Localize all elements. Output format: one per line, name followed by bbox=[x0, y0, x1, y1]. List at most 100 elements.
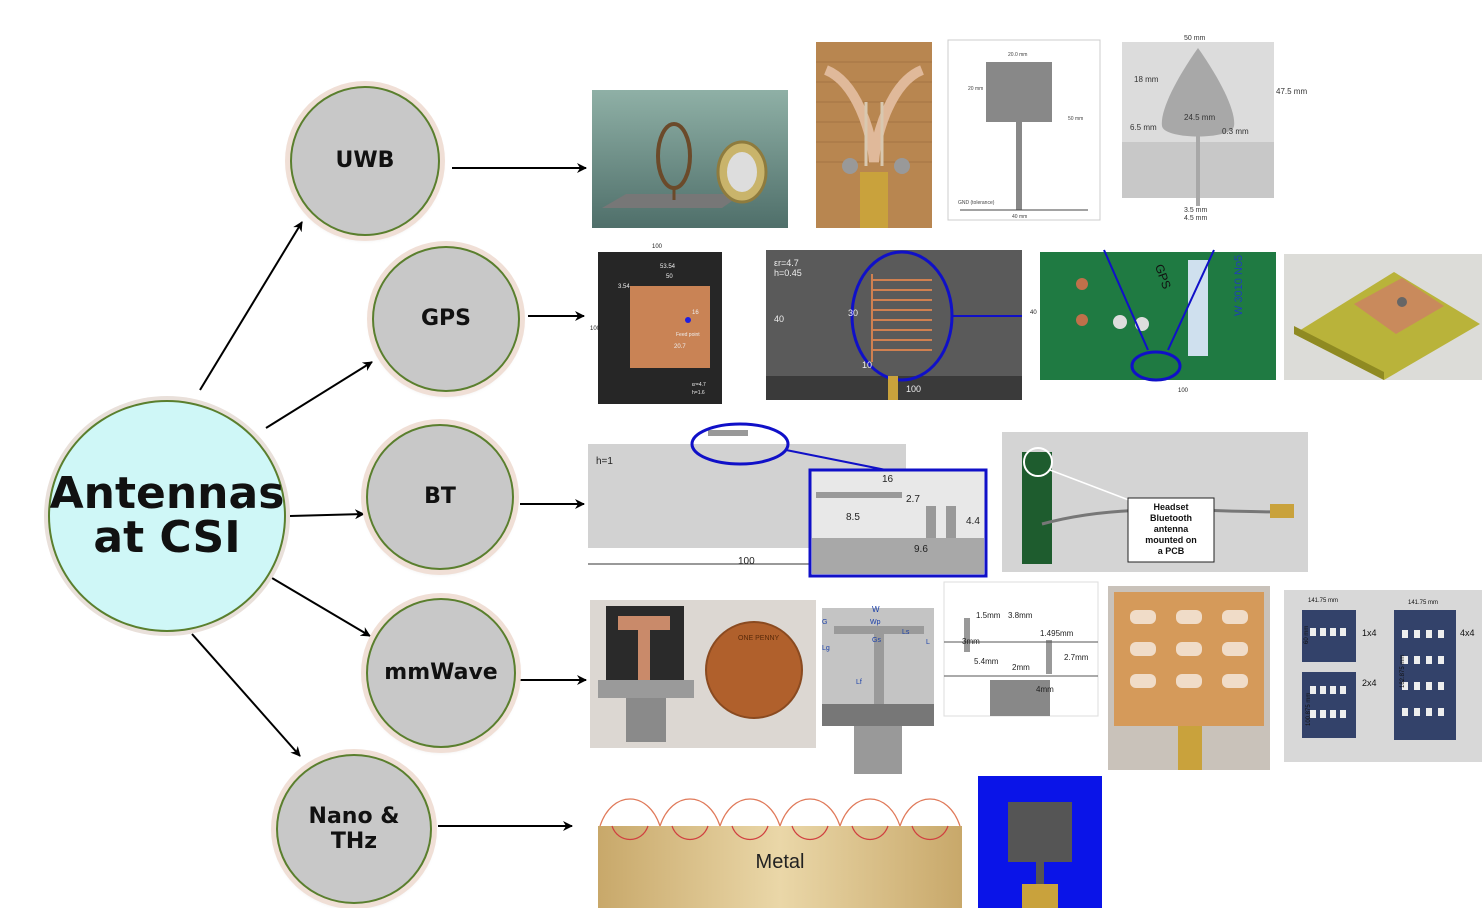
category-node-mmwave: mmWave bbox=[366, 598, 516, 748]
dim-1-5: 1.5mm bbox=[976, 611, 1001, 620]
dim-feed: 0.3 mm bbox=[1222, 127, 1249, 136]
dim-100: 100 bbox=[906, 384, 921, 394]
category-label: THz bbox=[330, 829, 378, 854]
dim-width-2: 141.75 mm bbox=[1408, 600, 1438, 606]
arrow-center-to-nano bbox=[191, 633, 301, 757]
dim-right: 50 mm bbox=[1068, 116, 1083, 122]
dim-1-495: 1.495mm bbox=[1040, 629, 1074, 638]
dim-bottom: 40 mm bbox=[1012, 214, 1027, 220]
array-1x4-label: 1x4 bbox=[1362, 628, 1377, 638]
dim-lf: Lf bbox=[856, 679, 862, 686]
dim-feed-x: 16 bbox=[692, 310, 699, 316]
dim-16: 16 bbox=[882, 474, 894, 485]
dim-8-5: 8.5 bbox=[846, 512, 860, 523]
penny-icon bbox=[705, 621, 803, 719]
uwb-photo-pcb-leaf-antenna bbox=[816, 42, 932, 228]
dim-40: 40 bbox=[774, 314, 784, 324]
permittivity-label: εr=4.7 bbox=[774, 258, 799, 268]
dim-g: G bbox=[822, 619, 827, 626]
dim-3: 3mm bbox=[962, 637, 980, 646]
bt-photo-headset-antenna: Headset Bluetooth antenna mounted on a P… bbox=[1002, 432, 1308, 572]
caption-line5: a PCB bbox=[1158, 546, 1185, 556]
dim-width: 50 mm bbox=[1184, 35, 1206, 42]
dim-9-6: 9.6 bbox=[914, 544, 928, 555]
dim-2-7: 2.7mm bbox=[1064, 653, 1089, 662]
dim-height-3: 182.875 mm bbox=[1400, 655, 1406, 688]
dim-width: 100 bbox=[1178, 388, 1189, 394]
dim-lg: Lg bbox=[822, 645, 830, 652]
dim-2-7: 2.7 bbox=[906, 494, 920, 505]
dim-height: 18 mm bbox=[1134, 75, 1159, 84]
gps-photo-square-patch: 100 53.54 50 3.54 16 20.7 Feed point εr=… bbox=[590, 240, 728, 406]
dim-5-4: 5.4mm bbox=[974, 657, 999, 666]
dim-top: 20.0 mm bbox=[1008, 52, 1027, 58]
dim-feed-y: 20.7 bbox=[674, 344, 686, 350]
dim-patch: 50 bbox=[666, 274, 673, 280]
dim-board-height: 100 bbox=[590, 326, 601, 332]
category-label: UWB bbox=[335, 148, 395, 174]
category-label: Nano & bbox=[308, 803, 400, 829]
dim-4: 4mm bbox=[1036, 685, 1054, 694]
dim-outer: 53.54 bbox=[660, 264, 676, 270]
dim-left: 20 mm bbox=[968, 86, 983, 92]
dim-gap: 6.5 mm bbox=[1130, 123, 1157, 132]
mmwave-photo-slot-array bbox=[1108, 586, 1270, 770]
arrow-center-to-gps bbox=[265, 361, 373, 429]
dim-10: 10 bbox=[862, 360, 872, 370]
center-node: Antennas at CSI bbox=[48, 400, 286, 632]
arrow-center-to-mmwave bbox=[271, 577, 371, 637]
dim-3-8: 3.8mm bbox=[1008, 611, 1033, 620]
dim-line2: 4.5 mm bbox=[1184, 215, 1208, 222]
dim-30: 30 bbox=[848, 308, 858, 318]
height-label: h=1 bbox=[596, 456, 613, 467]
feed-point-label: Feed point bbox=[676, 332, 700, 338]
category-node-gps: GPS bbox=[372, 246, 520, 392]
dim-4-4: 4.4 bbox=[966, 516, 980, 527]
permittivity-label: εr=4.7 bbox=[692, 382, 706, 388]
dim-line: 3.5 mm bbox=[1184, 207, 1208, 214]
dim-gs: Gs bbox=[872, 637, 881, 644]
dim-height-2: 100.875 mm bbox=[1306, 693, 1312, 726]
dim-wp: Wp bbox=[870, 619, 881, 626]
board-label: W 3010 No5 bbox=[1233, 255, 1245, 316]
dim-drop-width: 24.5 mm bbox=[1184, 113, 1215, 122]
mmwave-photo-patch-arrays: 141.75 mm 141.75 mm 1x4 2x4 4x4 60 mm 10… bbox=[1284, 590, 1482, 762]
metal-label: Metal bbox=[756, 851, 805, 873]
category-node-uwb: UWB bbox=[290, 86, 440, 236]
height-label: h=1.6 bbox=[692, 390, 705, 396]
mmwave-drawing-fork-antenna: 1.5mm 3.8mm 3mm 1.495mm 5.4mm 2mm 2.7mm … bbox=[943, 581, 1099, 717]
gnd-label: GND (tolerance) bbox=[958, 200, 995, 206]
mmwave-photo-connector-and-coin: ONE PENNY bbox=[590, 600, 816, 748]
dim-offset: 3.54 bbox=[618, 284, 630, 290]
dim-width-1: 141.75 mm bbox=[1308, 598, 1338, 604]
mmwave-drawing-t-monopole: W Wp Gs Ls G L Lg Lf bbox=[820, 600, 938, 776]
height-label: h=0.45 bbox=[774, 268, 802, 278]
arrow-center-to-uwb bbox=[199, 221, 303, 391]
category-label: GPS bbox=[420, 306, 472, 332]
caption-line2: Bluetooth bbox=[1150, 513, 1192, 523]
dim-board: 100 bbox=[652, 244, 663, 250]
dim-100: 100 bbox=[738, 556, 755, 567]
center-title-line1: Antennas bbox=[49, 468, 285, 519]
uwb-drawing-rectangular-patch: 20.0 mm 20 mm 50 mm GND (tolerance) 40 m… bbox=[947, 39, 1101, 221]
caption-line3: antenna bbox=[1154, 524, 1190, 534]
category-label: mmWave bbox=[384, 660, 498, 686]
dim-l: L bbox=[926, 639, 930, 646]
category-node-nano-thz: Nano & THz bbox=[276, 754, 432, 904]
coin-text: ONE PENNY bbox=[738, 635, 780, 642]
dim-height: 40 bbox=[1030, 310, 1037, 316]
dim-2: 2mm bbox=[1012, 663, 1030, 672]
dim-total: 47.5 mm bbox=[1276, 87, 1307, 96]
array-2x4-label: 2x4 bbox=[1362, 678, 1377, 688]
array-4x4-label: 4x4 bbox=[1460, 628, 1475, 638]
center-title-line2: at CSI bbox=[93, 512, 241, 563]
arrow-center-to-bt bbox=[289, 509, 365, 520]
category-node-bt: BT bbox=[366, 424, 514, 570]
nano-drawing-plasmonic-metal: Metal bbox=[594, 790, 966, 908]
caption-line4: mounted on bbox=[1145, 535, 1197, 545]
thz-drawing-blue-patch bbox=[978, 776, 1102, 908]
category-label: BT bbox=[424, 484, 456, 510]
highlight-ellipse bbox=[1130, 350, 1182, 382]
dim-w: W bbox=[872, 605, 880, 614]
